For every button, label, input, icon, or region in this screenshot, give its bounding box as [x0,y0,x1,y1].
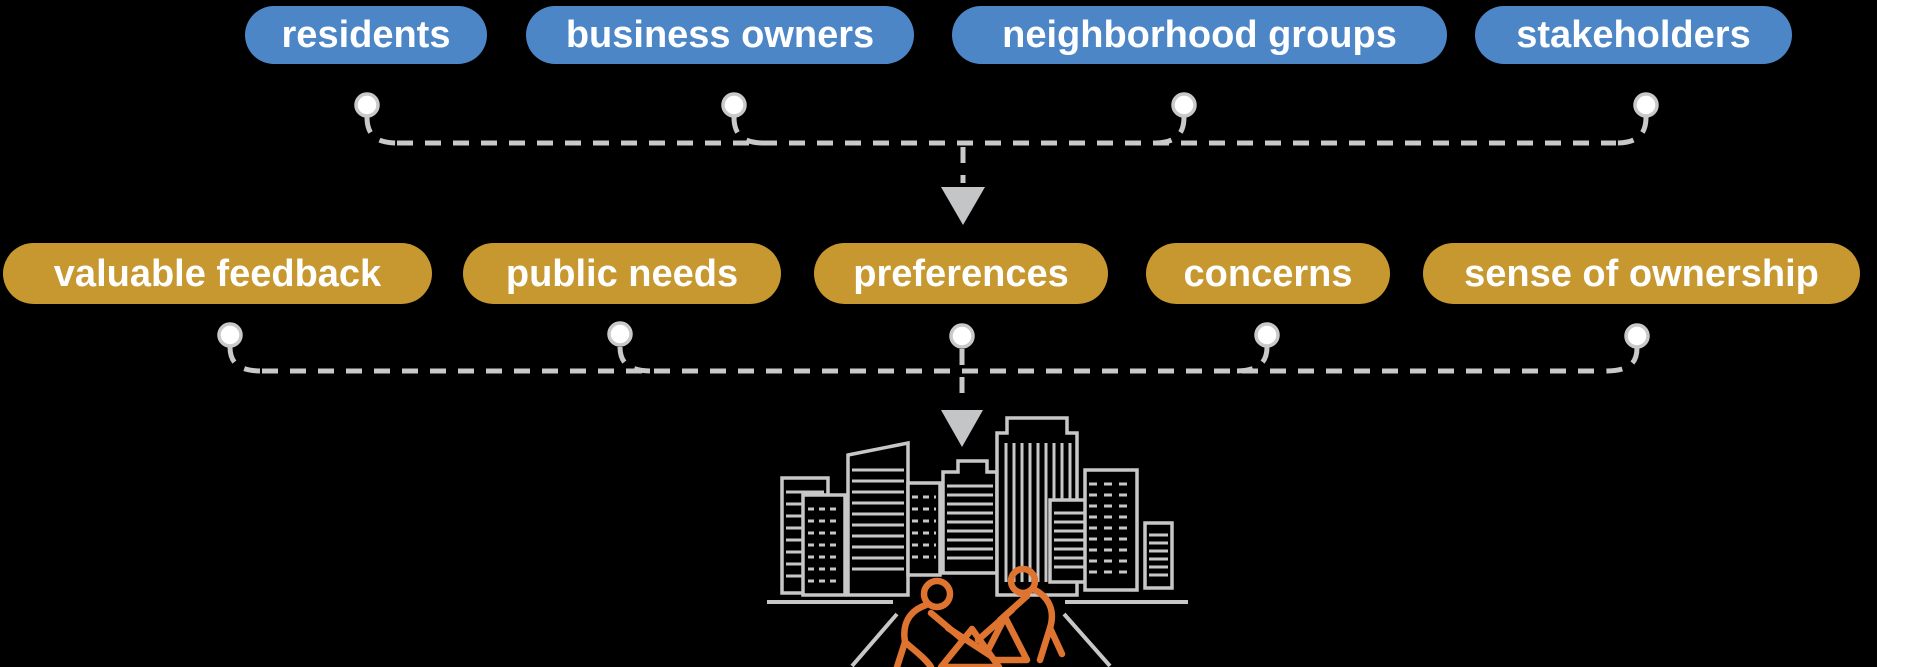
arrow-down-icon [941,187,985,225]
connector-row-1 [364,116,1649,183]
pill-concerns: concerns [1146,243,1390,304]
flow-nodes-row-2 [217,321,1650,349]
pill-business-owners: business owners [526,6,914,64]
city-skyline-icon [780,416,1174,597]
construction-workers-icon [893,565,1066,667]
pill-preferences: preferences [814,243,1108,304]
arrow-down-icon [941,410,983,447]
pill-residents: residents [245,6,487,64]
right-white-margin [1877,0,1919,667]
connector-row-2 [227,346,1640,405]
road-icon [767,600,1188,667]
pill-stakeholders: stakeholders [1475,6,1792,64]
pill-public-needs: public needs [463,243,781,304]
pill-sense-of-ownership: sense of ownership [1423,243,1860,304]
pill-valuable-feedback: valuable feedback [3,243,432,304]
pill-neighborhood-groups: neighborhood groups [952,6,1447,64]
flow-nodes-row-1 [354,92,1659,118]
